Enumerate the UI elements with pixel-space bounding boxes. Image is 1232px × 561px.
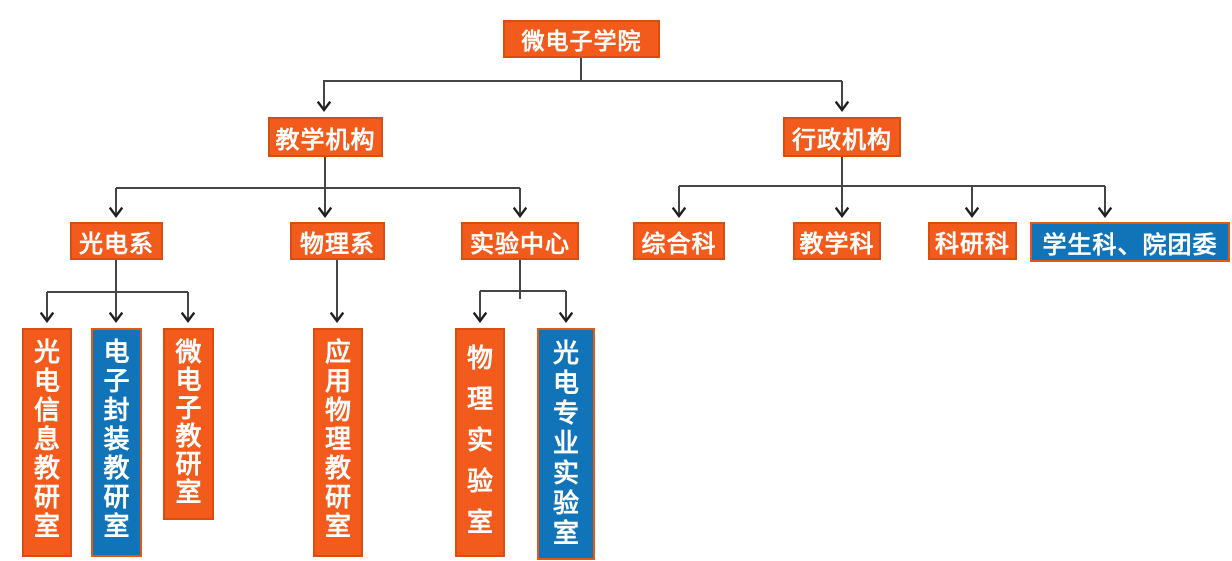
node-applied-physics-office: 应用物理教研室 bbox=[313, 328, 363, 557]
node-microelectronics-office: 微电子教研室 bbox=[163, 328, 214, 520]
connector-admin-children bbox=[679, 157, 1105, 216]
connector-teaching-children bbox=[116, 157, 520, 216]
node-teaching-office: 教学科 bbox=[793, 222, 881, 260]
node-research-office: 科研科 bbox=[928, 222, 1017, 260]
connector-root-children bbox=[323, 58, 842, 110]
node-electronic-packaging-office: 电子封装教研室 bbox=[91, 328, 142, 557]
node-lab-center: 实验中心 bbox=[461, 222, 579, 260]
node-college: 微电子学院 bbox=[503, 20, 660, 58]
node-optoelectronic-lab: 光电专业实验室 bbox=[537, 328, 595, 560]
node-teaching-org: 教学机构 bbox=[268, 117, 383, 157]
node-student-office: 学生科、院团委 bbox=[1030, 222, 1230, 262]
connector-optoelectronics-children bbox=[47, 260, 188, 321]
node-physics-dept: 物理系 bbox=[290, 222, 385, 260]
node-optoelectronic-info-office: 光电信息教研室 bbox=[22, 328, 72, 557]
node-general-office: 综合科 bbox=[633, 222, 725, 260]
node-admin-org: 行政机构 bbox=[783, 117, 901, 157]
node-physics-lab: 物理实验室 bbox=[455, 328, 505, 557]
node-optoelectronics-dept: 光电系 bbox=[70, 222, 163, 260]
connector-labcenter-children bbox=[480, 260, 566, 321]
